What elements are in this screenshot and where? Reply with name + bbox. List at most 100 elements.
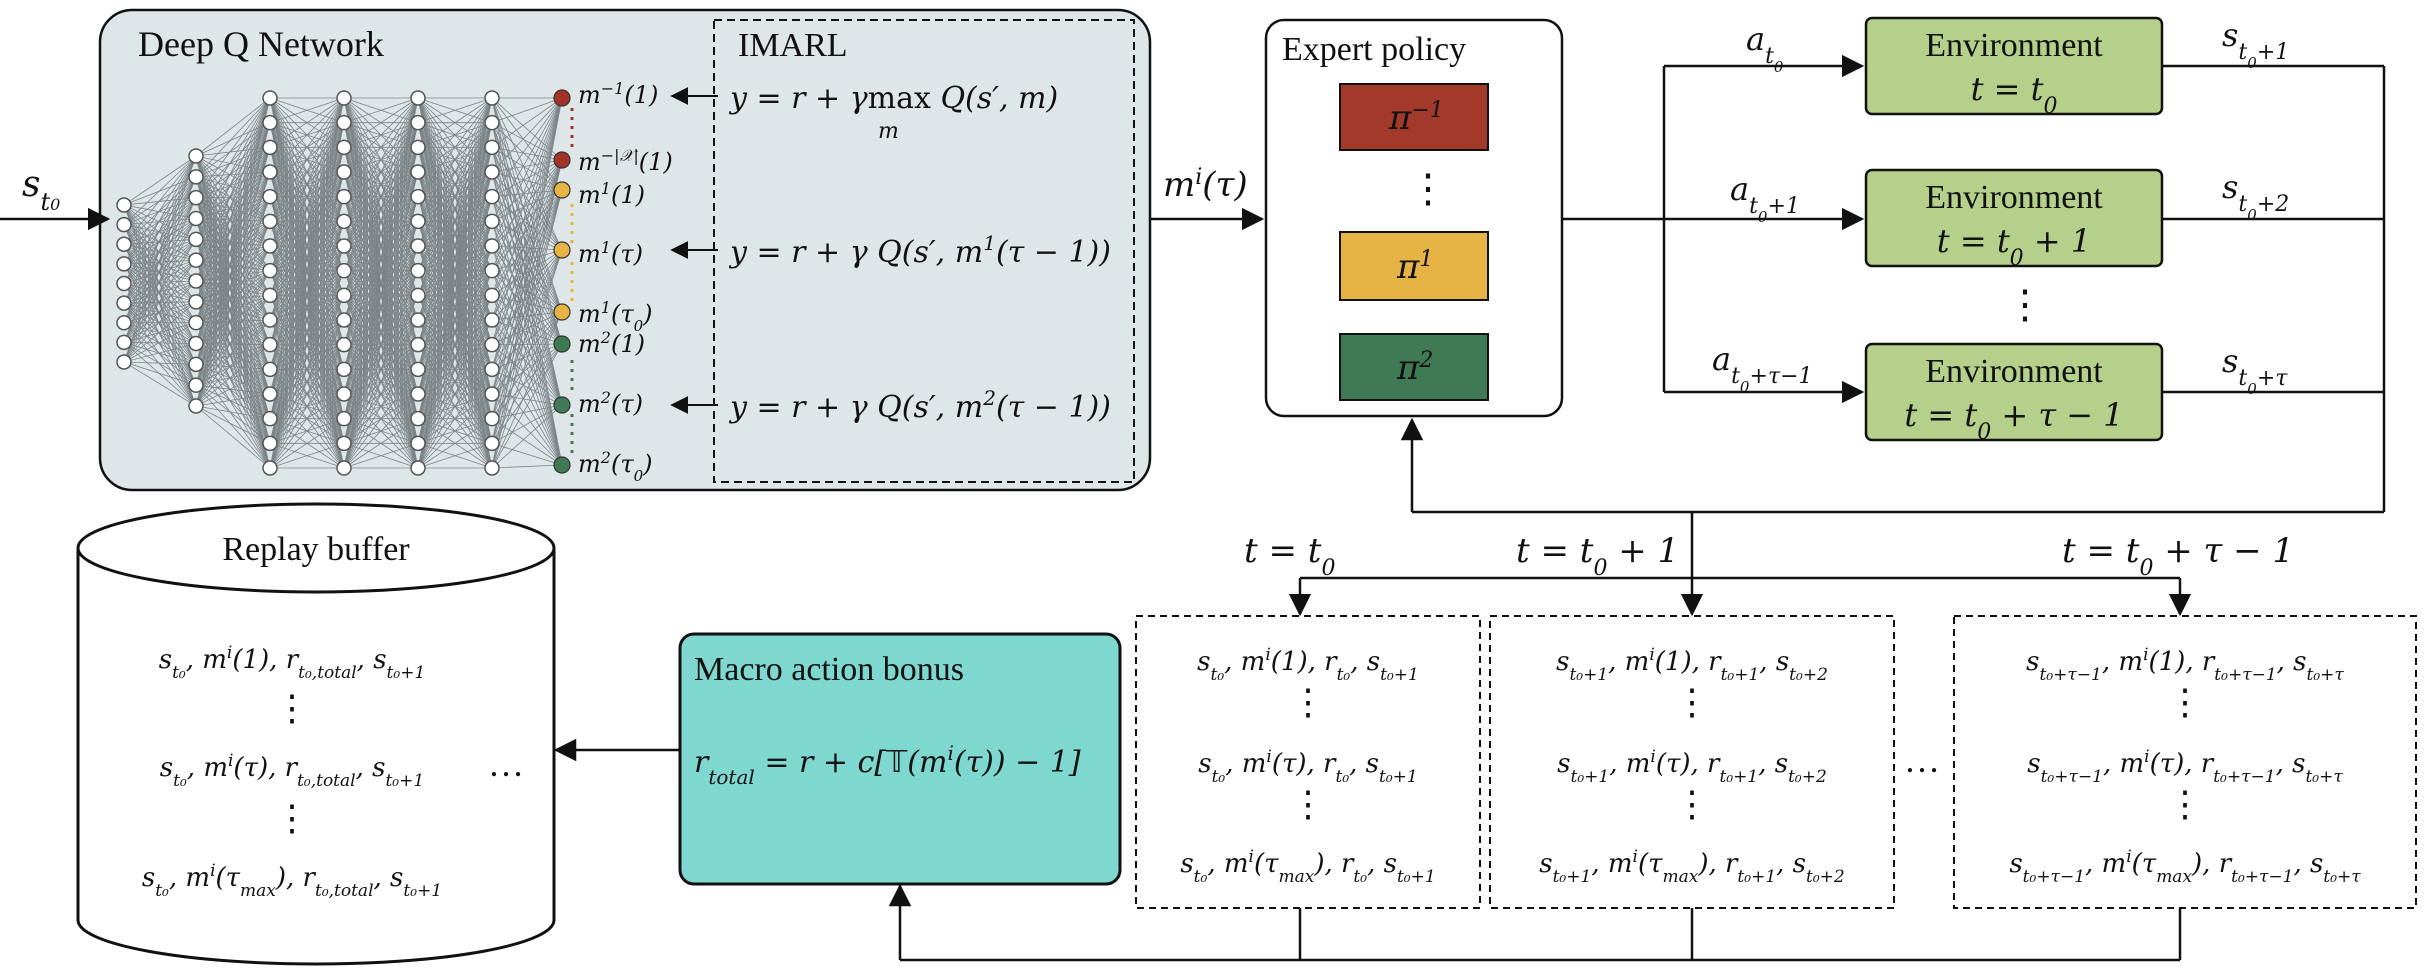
hidden-neuron — [189, 212, 203, 226]
input-neuron — [117, 257, 131, 271]
hidden-neuron — [263, 436, 277, 450]
hidden-neuron — [337, 362, 351, 376]
hidden-neuron — [337, 288, 351, 302]
hidden-neuron — [411, 387, 425, 401]
imarl-equation-1-sub: m — [878, 119, 899, 144]
output-neuron — [554, 90, 570, 106]
hidden-neuron — [337, 91, 351, 105]
macro-bonus-title: Macro action bonus — [694, 651, 964, 688]
hidden-neuron — [263, 239, 277, 253]
hidden-neuron — [189, 337, 203, 351]
hidden-neuron — [263, 362, 277, 376]
environment-1-name: Environment — [1925, 27, 2103, 64]
hidden-neuron — [411, 412, 425, 426]
action-label-2: at0+1 — [1730, 170, 1800, 226]
dqn-title: Deep Q Network — [138, 24, 384, 64]
hidden-neuron — [411, 91, 425, 105]
hidden-neuron — [263, 313, 277, 327]
hidden-neuron — [411, 214, 425, 228]
replay-buffer-title: Replay buffer — [222, 531, 410, 568]
hidden-neuron — [263, 387, 277, 401]
hidden-neuron — [337, 436, 351, 450]
replay-side-ellipsis: … — [488, 744, 524, 784]
hidden-neuron — [263, 338, 277, 352]
hidden-neuron — [485, 190, 499, 204]
next-state-label-1: st0+1 — [2222, 16, 2289, 72]
hidden-neuron — [485, 412, 499, 426]
hidden-neuron — [337, 264, 351, 278]
output-label-m2-tau: m2(τ) — [578, 388, 643, 419]
hidden-neuron — [189, 170, 203, 184]
hidden-neuron — [485, 116, 499, 130]
hidden-neuron — [263, 412, 277, 426]
hidden-neuron — [263, 264, 277, 278]
time-label-3: t = t0 + τ − 1 — [2062, 531, 2294, 581]
hidden-neuron — [337, 190, 351, 204]
svg-text:⋮: ⋮ — [1290, 682, 1326, 722]
hidden-neuron — [485, 288, 499, 302]
transition-box-1: st₀, mi(1), rt₀, st₀+1 ⋮ st₀, mi(τ), rt₀… — [1136, 616, 1480, 908]
svg-text:⋮: ⋮ — [2167, 784, 2203, 824]
transition-box-2: st₀+1, mi(1), rt₀+1, st₀+2 ⋮ st₀+1, mi(τ… — [1490, 616, 1894, 908]
hidden-neuron — [485, 313, 499, 327]
replay-row-ellipsis-1: ⋮ — [274, 688, 310, 728]
hidden-neuron — [485, 338, 499, 352]
hidden-neuron — [189, 399, 203, 413]
hidden-neuron — [411, 116, 425, 130]
time-label-1: t = t0 — [1244, 531, 1335, 581]
hidden-neuron — [263, 140, 277, 154]
output-neuron — [554, 304, 570, 320]
hidden-neuron — [263, 461, 277, 475]
hidden-neuron — [263, 116, 277, 130]
hidden-neuron — [485, 264, 499, 278]
next-state-label-3: st0+τ — [2222, 342, 2288, 398]
hidden-neuron — [485, 214, 499, 228]
input-neuron — [117, 277, 131, 291]
hidden-neuron — [189, 316, 203, 330]
hidden-neuron — [337, 387, 351, 401]
svg-text:⋮: ⋮ — [1674, 682, 1710, 722]
hidden-neuron — [485, 461, 499, 475]
replay-row-ellipsis-2: ⋮ — [274, 798, 310, 838]
output-neuron — [554, 182, 570, 198]
hidden-neuron — [337, 412, 351, 426]
imarl-equation-2: y = r + γ Q(s′, m1(τ − 1)) — [728, 231, 1111, 270]
hidden-neuron — [337, 461, 351, 475]
hidden-neuron — [337, 338, 351, 352]
hidden-neuron — [189, 295, 203, 309]
hidden-neuron — [263, 165, 277, 179]
transition-box-3: st₀+τ−1, mi(1), rt₀+τ−1, st₀+τ ⋮ st₀+τ−1… — [1954, 616, 2416, 908]
hidden-neuron — [485, 91, 499, 105]
output-neuron — [554, 397, 570, 413]
hidden-neuron — [189, 232, 203, 246]
hidden-neuron — [485, 140, 499, 154]
input-neuron — [117, 198, 131, 212]
hidden-neuron — [263, 214, 277, 228]
expert-policy-title: Expert policy — [1282, 31, 1466, 68]
imarl-title: IMARL — [738, 27, 848, 64]
time-label-2: t = t0 + 1 — [1516, 531, 1679, 581]
hidden-neuron — [411, 313, 425, 327]
hidden-neuron — [189, 149, 203, 163]
svg-text:⋮: ⋮ — [2167, 682, 2203, 722]
imarl-equation-1: y = r + γmax Q(s′, m) — [728, 81, 1058, 116]
hidden-neuron — [189, 378, 203, 392]
output-neuron — [554, 152, 570, 168]
next-state-label-2: st0+2 — [2222, 168, 2289, 224]
hidden-neuron — [189, 253, 203, 267]
hidden-neuron — [337, 140, 351, 154]
output-neuron — [554, 336, 570, 352]
input-neuron — [117, 218, 131, 232]
expert-input-label: mi(τ) — [1163, 165, 1248, 206]
environment-2-name: Environment — [1925, 179, 2103, 216]
hidden-neuron — [337, 239, 351, 253]
environment-ellipsis: ⋮ — [2005, 282, 2045, 327]
hidden-neuron — [411, 362, 425, 376]
input-neuron — [117, 316, 131, 330]
hidden-neuron — [485, 362, 499, 376]
hidden-neuron — [263, 288, 277, 302]
hidden-neuron — [485, 239, 499, 253]
hidden-neuron — [411, 288, 425, 302]
hidden-neuron — [263, 190, 277, 204]
